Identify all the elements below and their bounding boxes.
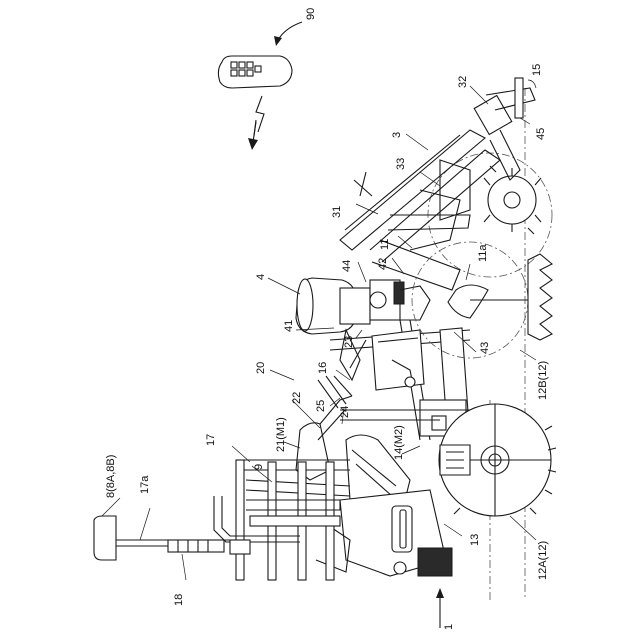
label-18: 18 xyxy=(173,594,185,606)
label-23: 23 xyxy=(343,336,355,348)
label-25: 25 xyxy=(315,400,327,412)
label-11: 11 xyxy=(379,239,391,250)
label-41: 41 xyxy=(283,320,295,332)
label-12a: 12A(12) xyxy=(537,541,549,580)
label-31: 31 xyxy=(331,206,343,218)
label-16: 16 xyxy=(317,362,329,374)
radio-signal-icon xyxy=(248,96,264,150)
label-43: 43 xyxy=(479,342,491,354)
label-8: 8(8A,8B) xyxy=(105,455,117,498)
label-42: 42 xyxy=(377,258,389,270)
leader-90-arrow xyxy=(274,36,282,46)
label-17a: 17a xyxy=(139,475,151,494)
label-11a: 11a xyxy=(477,244,489,262)
handlebar-assembly xyxy=(168,460,350,580)
label-14: 14(M2) xyxy=(393,425,405,460)
label-90: 90 xyxy=(305,8,317,20)
label-9: 9 xyxy=(253,464,265,470)
rear-rotor xyxy=(439,404,556,516)
label-44: 44 xyxy=(341,260,353,272)
label-13: 13 xyxy=(469,534,481,546)
label-33: 33 xyxy=(395,158,407,170)
label-17: 17 xyxy=(205,434,217,446)
leader-90 xyxy=(278,22,302,40)
label-21: 21(M1) xyxy=(275,417,287,452)
label-1: 1 xyxy=(443,624,455,630)
remote-controller xyxy=(218,56,292,88)
control-box xyxy=(94,516,232,560)
label-4: 4 xyxy=(255,274,267,280)
label-45: 45 xyxy=(535,128,547,140)
label-20: 20 xyxy=(255,362,267,374)
label-24: 24 xyxy=(339,406,351,418)
main-chassis xyxy=(318,320,470,442)
lever-25 xyxy=(334,376,352,396)
spreader-hopper xyxy=(296,278,430,334)
label-32: 32 xyxy=(457,76,469,88)
label-15: 15 xyxy=(531,64,543,76)
label-22: 22 xyxy=(291,392,303,404)
label-3: 3 xyxy=(391,132,403,138)
label-12b: 12B(12) xyxy=(537,361,549,400)
